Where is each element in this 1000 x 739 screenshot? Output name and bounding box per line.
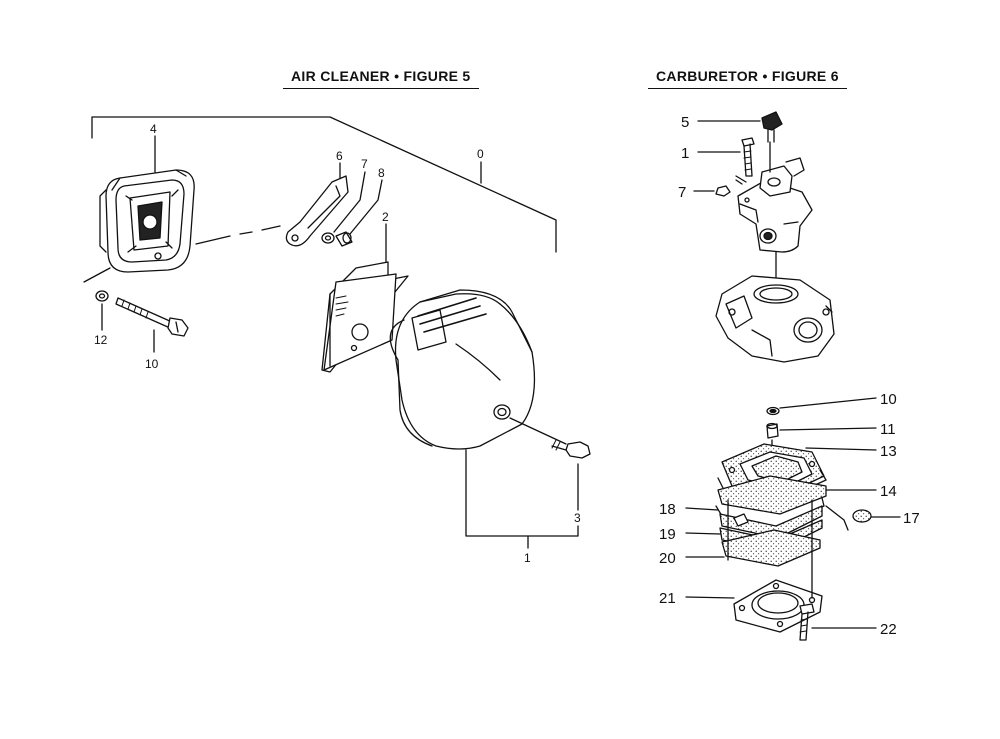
leader-f6-18	[685, 507, 719, 511]
f6-callout-21: 21	[659, 590, 676, 607]
air-cleaner-base	[99, 169, 195, 273]
screw-f6-22	[799, 603, 815, 641]
leader-f6-11	[779, 427, 877, 431]
figure5-callouts: 0 4 6 7 8 2 12 10 3 1	[94, 122, 581, 565]
figure6-title: CARBURETOR • FIGURE 6	[648, 68, 847, 89]
f6-callout-14: 14	[880, 483, 897, 500]
o-ring-f6-10	[766, 406, 780, 416]
callout-6: 6	[336, 149, 343, 163]
f6-callout-17: 17	[903, 510, 920, 527]
gasket-plate-2	[321, 261, 409, 373]
collar-part-8	[335, 231, 353, 247]
f6-callout-1: 1	[681, 145, 689, 162]
jet-f6-11	[766, 422, 779, 439]
callout-12: 12	[94, 333, 108, 347]
leader-f6-19	[685, 532, 721, 535]
f6-callout-19: 19	[659, 526, 676, 543]
leader-7	[333, 171, 366, 233]
filter-screen-f6-17	[852, 509, 872, 523]
callout-0: 0	[477, 147, 484, 161]
callout-8: 8	[378, 166, 385, 180]
f6-callout-7: 7	[678, 184, 686, 201]
align-screen	[825, 505, 849, 531]
f6-callout-5: 5	[681, 114, 689, 131]
leader-8	[349, 179, 383, 235]
air-cleaner-cover-1	[389, 289, 536, 450]
f6-callout-22: 22	[880, 621, 897, 638]
leader-f6-13	[805, 447, 877, 451]
nut-f6-7	[715, 185, 731, 197]
callout-7: 7	[361, 157, 368, 171]
f6-callout-11: 11	[880, 421, 896, 438]
cover-plate-f6-21	[733, 579, 823, 633]
figure5-drawing	[83, 116, 591, 549]
bracket-part-6	[285, 175, 349, 247]
bracket-0	[91, 116, 557, 253]
f6-callout-20: 20	[659, 550, 676, 567]
f6-callout-10: 10	[880, 391, 897, 408]
figure5-title: AIR CLEANER • FIGURE 5	[283, 68, 479, 89]
leader-f6-10	[779, 397, 877, 409]
choke-knob-5	[761, 111, 783, 143]
align-line-base2	[83, 267, 111, 283]
leader-f6-21	[685, 596, 735, 599]
screw-part-3	[551, 439, 591, 459]
align-line-base	[195, 225, 281, 245]
screw-f6-1	[741, 137, 755, 177]
diaphragm-stack	[715, 443, 827, 567]
figure6-callouts: 5 1 7 10 11 13 14 17 18 19 20 21 22	[659, 114, 920, 638]
callout-2: 2	[382, 210, 389, 224]
callout-1: 1	[524, 551, 531, 565]
bolt-part-10	[115, 297, 189, 337]
f6-callout-18: 18	[659, 501, 676, 518]
bracket-1	[465, 449, 579, 537]
carburetor-main-body	[715, 275, 835, 363]
spring-clip	[735, 175, 747, 185]
align-line-screw	[509, 417, 567, 445]
carburetor-top-body	[737, 157, 813, 253]
callout-3: 3	[574, 511, 581, 525]
washer-part-12	[95, 290, 109, 302]
f6-callout-13: 13	[880, 443, 897, 460]
washer-part-7	[321, 232, 335, 244]
callout-4: 4	[150, 122, 157, 136]
callout-10: 10	[145, 357, 159, 371]
figure6-drawing	[685, 111, 901, 641]
